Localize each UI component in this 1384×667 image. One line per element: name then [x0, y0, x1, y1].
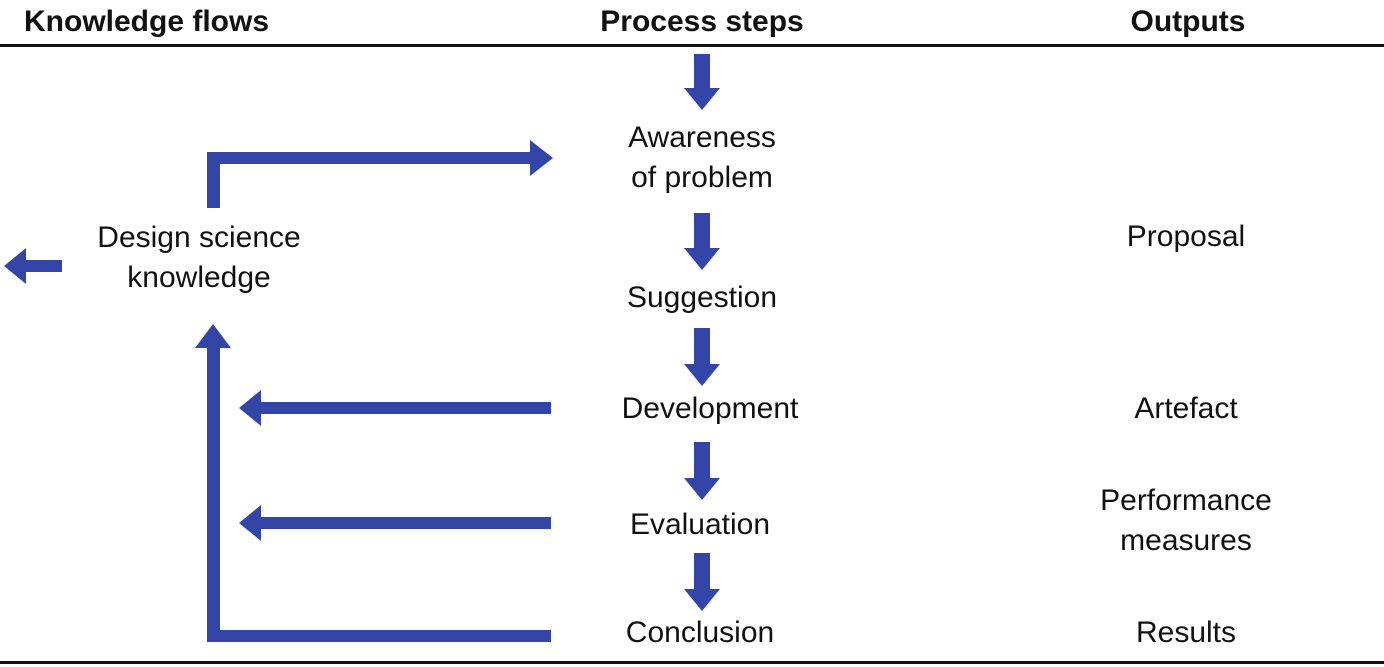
knowledge-line-2: knowledge: [127, 261, 271, 294]
step-awareness-of-problem: Awareness of problem: [580, 118, 824, 198]
step-suggestion: Suggestion: [626, 281, 778, 314]
awareness-line-2: of problem: [631, 161, 773, 194]
header-outputs: Outputs: [1130, 5, 1246, 38]
bottom-rule: [0, 661, 1384, 664]
performance-line-2: measures: [1120, 524, 1252, 557]
arrow-down-to-awareness: [684, 54, 720, 110]
arrow-development-feedback: [239, 390, 551, 426]
knowledge-line-1: Design science: [97, 221, 301, 254]
output-artefact: Artefact: [1134, 392, 1238, 425]
output-results: Results: [1135, 616, 1237, 649]
step-evaluation: Evaluation: [629, 508, 771, 541]
performance-line-1: Performance: [1100, 484, 1272, 517]
arrow-evaluation-feedback: [239, 505, 551, 541]
arrow-knowledge-out: [4, 248, 62, 284]
step-development: Development: [621, 392, 799, 425]
arrow-knowledge-to-awareness: [207, 140, 553, 208]
design-science-knowledge-label: Design science knowledge: [62, 218, 336, 298]
output-proposal: Proposal: [1126, 220, 1246, 253]
arrow-down-to-conclusion: [684, 553, 720, 611]
awareness-line-1: Awareness: [628, 121, 776, 154]
arrow-down-to-development: [684, 328, 720, 386]
top-rule: [0, 44, 1384, 47]
header-process-steps: Process steps: [600, 5, 804, 38]
arrow-conclusion-feedback: [195, 324, 551, 642]
output-performance-measures: Performance measures: [1056, 481, 1316, 561]
step-conclusion: Conclusion: [625, 616, 775, 649]
header-knowledge-flows: Knowledge flows: [24, 5, 270, 38]
arrow-down-to-suggestion: [684, 213, 720, 270]
arrow-down-to-evaluation: [684, 442, 720, 500]
